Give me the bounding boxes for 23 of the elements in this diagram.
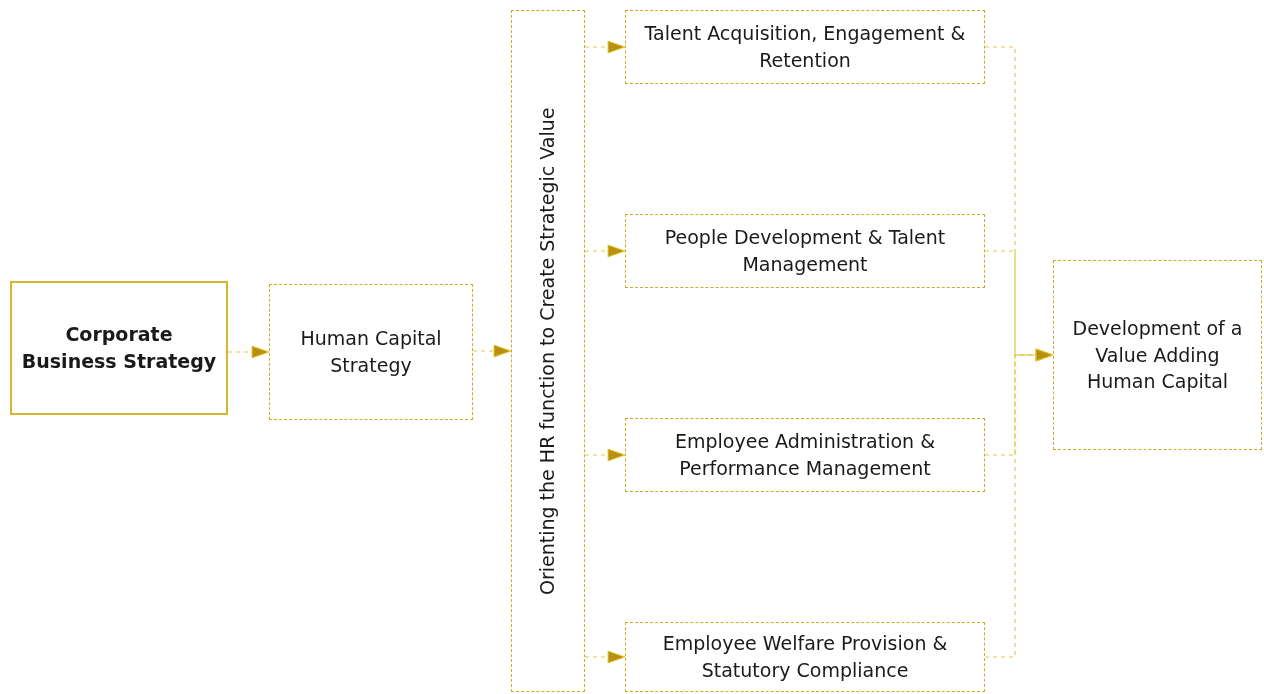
connector-arrow [227, 345, 270, 359]
function-box [625, 10, 985, 84]
function-box [625, 622, 985, 692]
vertical-band [511, 10, 585, 692]
connector-arrow [584, 244, 626, 258]
box-label: Employee Welfare Provision & Statutory Compliance [661, 631, 949, 683]
box-label: Talent Acquisition, Engagement & Retention [643, 21, 967, 73]
strategy-box [10, 281, 228, 415]
box-label: Development of a Value Adding Human Capital [1071, 316, 1244, 395]
connector-arrow [984, 348, 1054, 658]
box-label: Human Capital Strategy [299, 326, 443, 378]
box-label: Corporate Business Strategy [20, 322, 218, 374]
band-label: Orienting the HR function to Create Strategic Value [535, 106, 560, 597]
connector-arrow [472, 344, 512, 358]
outcome-box [1053, 260, 1262, 450]
function-box [625, 418, 985, 492]
box-label: People Development & Talent Management [663, 225, 947, 277]
box-label: Employee Administration & Performance Management [674, 429, 936, 481]
connector-arrow [584, 448, 626, 462]
connector-arrow [584, 650, 626, 664]
function-box [625, 214, 985, 288]
connector-arrow [584, 40, 626, 54]
strategy-box [269, 284, 473, 420]
